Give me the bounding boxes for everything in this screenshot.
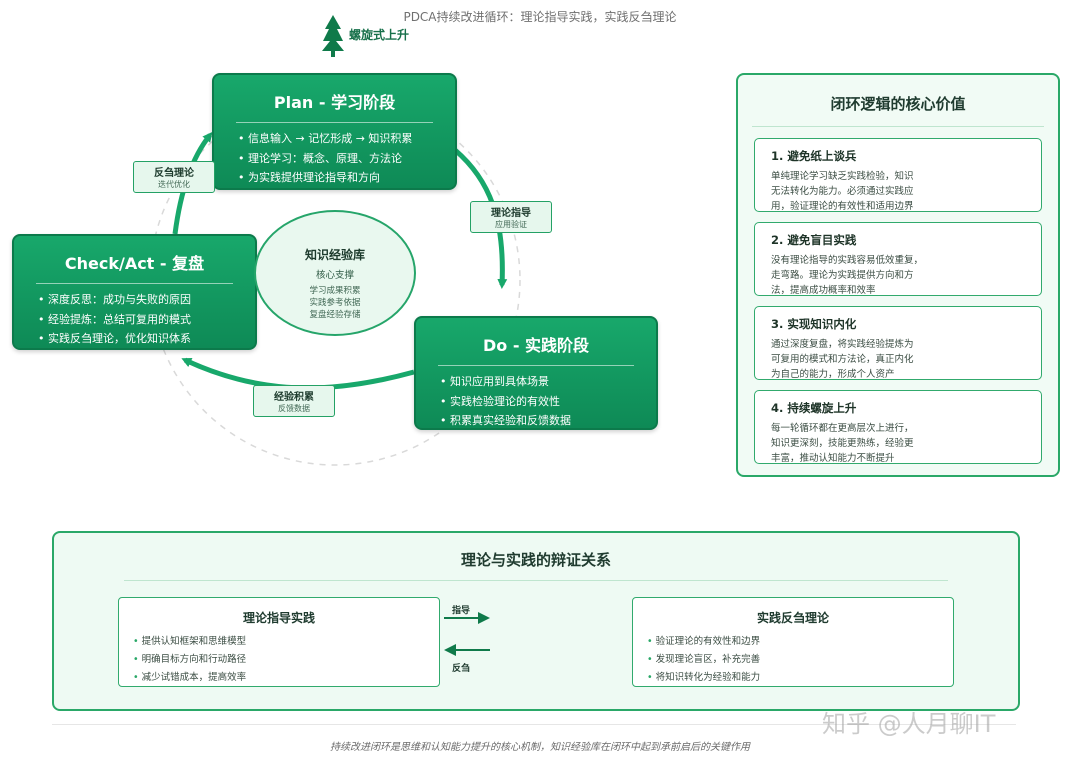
tag-experience-accumulate: 经验积累 反馈数据 (253, 385, 335, 417)
arrow-label-reflect: 反刍 (452, 664, 471, 674)
card-line: 通过深度复盘，将实践经验提炼为 (771, 339, 914, 350)
do-item: 实践检验理论的有效性 (440, 392, 656, 412)
tag-label: 经验积累 (274, 392, 314, 403)
library-line: 复盘经验存储 (309, 310, 361, 320)
box-title: 理论指导实践 (242, 611, 315, 625)
check-act-title: Check/Act - 复盘 (64, 254, 205, 273)
check-item: 经验提炼：总结可复用的模式 (38, 310, 255, 330)
panel-title: 闭环逻辑的核心价值 (830, 95, 966, 113)
arrow-label-guide: 指导 (452, 606, 471, 616)
card-line: 走弯路。理论为实践提供方向和方 (771, 270, 914, 281)
arrow-do-to-check (181, 357, 415, 391)
spiral-label: 螺旋式上升 (349, 28, 410, 42)
box-item: 验证理论的有效性和边界 (647, 633, 953, 651)
library-line: 学习成果积累 (309, 286, 361, 296)
card-line: 知识更深刻，技能更熟练，经验更 (771, 438, 914, 449)
value-card: 4. 持续螺旋上升 每一轮循环都在更高层次上进行， 知识更深刻，技能更熟练，经验… (754, 390, 1042, 464)
do-phase-box: Do - 实践阶段 知识应用到具体场景 实践检验理论的有效性 积累真实经验和反馈… (414, 316, 658, 430)
box-item: 将知识转化为经验和能力 (647, 669, 953, 687)
box-item: 发现理论盲区，补充完善 (647, 651, 953, 669)
library-subtitle: 核心支撑 (315, 270, 354, 281)
card-line: 没有理论指导的实践容易低效重复， (771, 255, 924, 266)
card-line: 每一轮循环都在更高层次上进行， (771, 423, 914, 434)
footer-note: 持续改进闭环是思维和认知能力提升的核心机制，知识经验库在闭环中起到承前启后的关键… (330, 742, 750, 753)
library-title: 知识经验库 (304, 248, 365, 262)
tag-sub: 迭代优化 (158, 180, 190, 189)
card-line: 无法转化为能力。必须通过实践应 (771, 186, 914, 197)
tag-label: 理论指导 (491, 208, 531, 219)
theory-guides-practice-box: 理论指导实践 提供认知框架和思维模型 明确目标方向和行动路径 减少试错成本，提高… (118, 597, 440, 687)
dialectic-section: 理论与实践的辩证关系 理论指导实践 提供认知框架和思维模型 明确目标方向和行动路… (52, 531, 1020, 711)
watermark: 知乎 @人月聊IT (822, 710, 996, 738)
tag-theory-guide: 理论指导 应用验证 (470, 201, 552, 233)
footer-divider (52, 724, 1016, 725)
practice-reflects-theory-box: 实践反刍理论 验证理论的有效性和边界 发现理论盲区，补充完善 将知识转化为经验和… (632, 597, 954, 687)
value-card: 3. 实现知识内化 通过深度复盘，将实践经验提炼为 可复用的模式和方法论，真正内… (754, 306, 1042, 380)
box-item: 提供认知框架和思维模型 (133, 633, 439, 651)
card-title: 2. 避免盲目实践 (771, 233, 857, 247)
library-line: 实践参考依据 (309, 298, 361, 308)
plan-title: Plan - 学习阶段 (273, 93, 396, 112)
diagram-title: PDCA持续改进循环：理论指导实践，实践反刍理论 (403, 10, 677, 24)
plan-item: 为实践提供理论指导和方向 (238, 168, 455, 188)
tag-sub: 应用验证 (495, 220, 527, 229)
card-title: 1. 避免纸上谈兵 (771, 149, 857, 163)
check-item: 实践反刍理论，优化知识体系 (38, 329, 255, 349)
tree-icon (322, 15, 344, 57)
value-card: 1. 避免纸上谈兵 单纯理论学习缺乏实践检验，知识 无法转化为能力。必须通过实践… (754, 138, 1042, 212)
check-act-phase-box: Check/Act - 复盘 深度反思：成功与失败的原因 经验提炼：总结可复用的… (12, 234, 257, 350)
do-title: Do - 实践阶段 (482, 336, 590, 355)
plan-item: 理论学习：概念、原理、方法论 (238, 149, 455, 169)
do-item: 知识应用到具体场景 (440, 372, 656, 392)
card-title: 4. 持续螺旋上升 (771, 401, 857, 415)
core-value-panel: 闭环逻辑的核心价值 1. 避免纸上谈兵 单纯理论学习缺乏实践检验，知识 无法转化… (736, 73, 1060, 477)
card-line: 可复用的模式和方法论，真正内化 (771, 354, 914, 365)
knowledge-library: 知识经验库 核心支撑 学习成果积累 实践参考依据 复盘经验存储 (254, 210, 416, 336)
card-line: 单纯理论学习缺乏实践检验，知识 (771, 171, 914, 182)
card-line: 为自己的能力，形成个人资产 (771, 369, 895, 380)
tag-reflect-theory: 反刍理论 迭代优化 (133, 161, 215, 193)
plan-phase-box: Plan - 学习阶段 信息输入 → 记忆形成 → 知识积累 理论学习：概念、原… (212, 73, 457, 190)
card-line: 法，提高成功概率和效率 (771, 285, 876, 296)
tag-sub: 反馈数据 (278, 404, 310, 413)
dialectic-title: 理论与实践的辩证关系 (460, 551, 611, 569)
check-item: 深度反思：成功与失败的原因 (38, 290, 255, 310)
box-item: 明确目标方向和行动路径 (133, 651, 439, 669)
dialectic-arrows (444, 612, 490, 656)
value-card: 2. 避免盲目实践 没有理论指导的实践容易低效重复， 走弯路。理论为实践提供方向… (754, 222, 1042, 296)
card-title: 3. 实现知识内化 (771, 317, 857, 331)
tag-label: 反刍理论 (154, 168, 194, 179)
card-line: 丰富，推动认知能力不断提升 (771, 453, 895, 464)
card-line: 用，验证理论的有效性和适用边界 (771, 201, 914, 212)
box-title: 实践反刍理论 (756, 611, 829, 625)
box-item: 减少试错成本，提高效率 (133, 669, 439, 687)
plan-item: 信息输入 → 记忆形成 → 知识积累 (238, 129, 455, 149)
do-item: 积累真实经验和反馈数据 (440, 411, 656, 431)
